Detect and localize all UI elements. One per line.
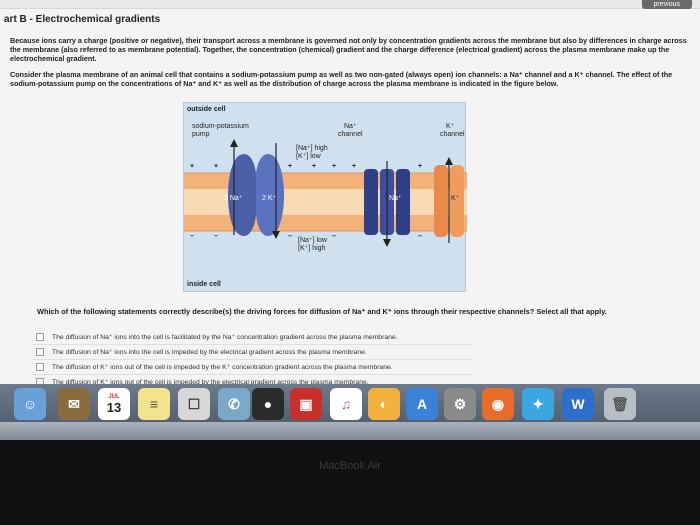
na-channel-label-line2: channel bbox=[338, 131, 363, 138]
minus-sign: – bbox=[288, 233, 292, 240]
outside-cell-label: outside cell bbox=[187, 106, 226, 113]
k-channel-left bbox=[434, 165, 448, 237]
pump-na-label: 3 Na⁺ bbox=[224, 195, 243, 202]
k-channel-label-line2: channel bbox=[440, 131, 465, 138]
minus-sign: – bbox=[190, 233, 194, 240]
pump-left-half bbox=[228, 153, 256, 237]
pump-label-line1: sodium-potassium bbox=[192, 123, 249, 130]
option-text: The diffusion of Na⁺ ions into the cell … bbox=[52, 334, 398, 341]
question-text: Which of the following statements correc… bbox=[37, 307, 607, 316]
minus-sign: – bbox=[214, 233, 218, 240]
plus-sign: + bbox=[190, 163, 195, 170]
membrane-figure: outside cell sodium-potassium pump Na⁺ c… bbox=[183, 102, 467, 292]
contacts-icon[interactable]: ✉ bbox=[58, 388, 90, 420]
pump-k-arrowhead bbox=[272, 231, 280, 239]
laptop-bezel-label: MacBook Air bbox=[319, 460, 381, 472]
facetime-icon[interactable]: ● bbox=[252, 388, 284, 420]
option-text: The diffusion of K⁺ ions out of the cell… bbox=[52, 379, 369, 386]
calendar-day: 13 bbox=[106, 399, 122, 415]
window-topbar: previous bbox=[0, 0, 700, 9]
notes-icon[interactable]: ≡ bbox=[138, 388, 170, 420]
minus-sign: – bbox=[332, 233, 336, 240]
itunes-icon[interactable]: ♫ bbox=[330, 388, 362, 420]
na-channel-arrowhead bbox=[383, 239, 391, 247]
na-channel-right bbox=[396, 169, 410, 235]
k-channel-right bbox=[450, 165, 464, 237]
minus-sign: – bbox=[418, 233, 422, 240]
option-checkbox[interactable] bbox=[36, 363, 44, 371]
inside-k-conc: [K⁺] high bbox=[298, 245, 326, 252]
answer-options: The diffusion of Na⁺ ions into the cell … bbox=[32, 330, 472, 390]
reminders-icon[interactable]: ☐ bbox=[178, 388, 210, 420]
finder-icon[interactable]: ☺ bbox=[14, 388, 46, 420]
pump-na-arrowhead bbox=[230, 139, 238, 147]
previous-button[interactable]: previous bbox=[641, 0, 692, 9]
option-checkbox[interactable] bbox=[36, 333, 44, 341]
ibooks-icon[interactable]: ◐ bbox=[368, 388, 400, 420]
pump-k-label: 2 K⁺ bbox=[262, 195, 277, 202]
answer-option[interactable]: The diffusion of Na⁺ ions into the cell … bbox=[32, 330, 472, 345]
messages-icon[interactable]: ✆ bbox=[218, 388, 250, 420]
word-icon[interactable]: W bbox=[562, 388, 594, 420]
plus-sign: + bbox=[352, 163, 357, 170]
answer-option[interactable]: The diffusion of Na⁺ ions into the cell … bbox=[32, 345, 472, 360]
inside-na-conc: [Na⁺] low bbox=[298, 237, 327, 244]
membrane-diagram bbox=[184, 139, 467, 247]
answer-option[interactable]: The diffusion of K⁺ ions out of the cell… bbox=[32, 360, 472, 375]
na-channel-ion-label: Na⁺ bbox=[389, 195, 402, 202]
k-channel-label-line1: K⁺ bbox=[446, 123, 455, 130]
part-title: art B - Electrochemical gradients bbox=[4, 14, 161, 25]
option-text: The diffusion of Na⁺ ions into the cell … bbox=[52, 349, 367, 356]
inside-cell-label: inside cell bbox=[187, 281, 221, 288]
firefox-icon[interactable]: ◉ bbox=[482, 388, 514, 420]
pump-label-line2: pump bbox=[192, 131, 210, 138]
plus-sign: + bbox=[214, 163, 219, 170]
plus-sign: + bbox=[418, 163, 423, 170]
intro-paragraph-1: Because ions carry a charge (positive or… bbox=[10, 36, 687, 63]
plus-sign: + bbox=[312, 163, 317, 170]
browser-screen: previous art B - Electrochemical gradien… bbox=[0, 0, 700, 440]
app-store-icon[interactable]: A bbox=[406, 388, 438, 420]
trash-icon[interactable]: 🗑 bbox=[604, 388, 636, 420]
dock: ☺ ✉ JUL 13 ≡ ☐ ✆ ● ▣ ♫ ◐ A ⚙ ◉ ✦ W 🗑 bbox=[0, 384, 700, 440]
plus-sign: + bbox=[332, 163, 337, 170]
na-channel-left bbox=[364, 169, 378, 235]
safari-icon[interactable]: ✦ bbox=[522, 388, 554, 420]
k-channel-arrowhead bbox=[445, 157, 453, 165]
calendar-icon[interactable]: JUL 13 bbox=[98, 388, 130, 420]
option-checkbox[interactable] bbox=[36, 348, 44, 356]
photo-booth-icon[interactable]: ▣ bbox=[290, 388, 322, 420]
k-channel-ion-label: K⁺ bbox=[451, 195, 460, 202]
system-preferences-icon[interactable]: ⚙ bbox=[444, 388, 476, 420]
option-text: The diffusion of K⁺ ions out of the cell… bbox=[52, 364, 393, 371]
calendar-month: JUL bbox=[108, 393, 120, 400]
outside-na-conc: [Na⁺] high bbox=[296, 145, 328, 152]
pump-right-half bbox=[256, 153, 284, 237]
plus-sign: + bbox=[288, 163, 293, 170]
outside-k-conc: [K⁺] low bbox=[296, 153, 321, 160]
na-channel-label-line1: Na⁺ bbox=[344, 123, 357, 130]
intro-paragraph-2: Consider the plasma membrane of an anima… bbox=[10, 70, 673, 88]
dock-shelf bbox=[0, 422, 700, 440]
